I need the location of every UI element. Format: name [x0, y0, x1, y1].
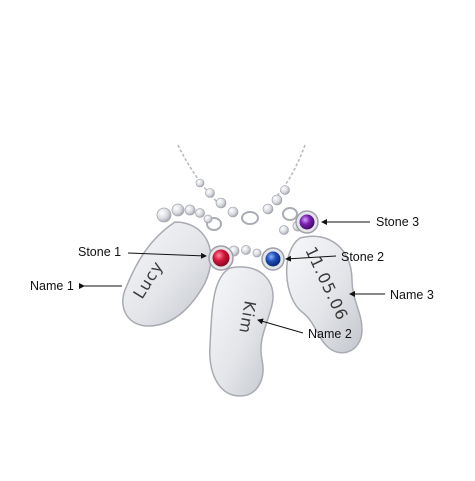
- foot-charm-right: [279, 220, 363, 354]
- callout-stone-3: Stone 3: [376, 215, 420, 229]
- birthstone-1: [208, 245, 234, 271]
- callout-lines: [79, 219, 385, 334]
- callout-name-3: Name 3: [390, 288, 434, 302]
- birthstone-2: [261, 247, 285, 271]
- callout-name-1: Name 1: [30, 279, 74, 293]
- callout-stone-2: Stone 2: [341, 250, 385, 264]
- chain: [177, 144, 306, 206]
- foot-charm-left: [122, 203, 213, 327]
- callout-name-2: Name 2: [308, 327, 352, 341]
- chain-beads: [195, 178, 290, 218]
- birthstone-3: [295, 210, 319, 234]
- jump-rings: [206, 207, 298, 231]
- callout-stone-1: Stone 1: [78, 245, 122, 259]
